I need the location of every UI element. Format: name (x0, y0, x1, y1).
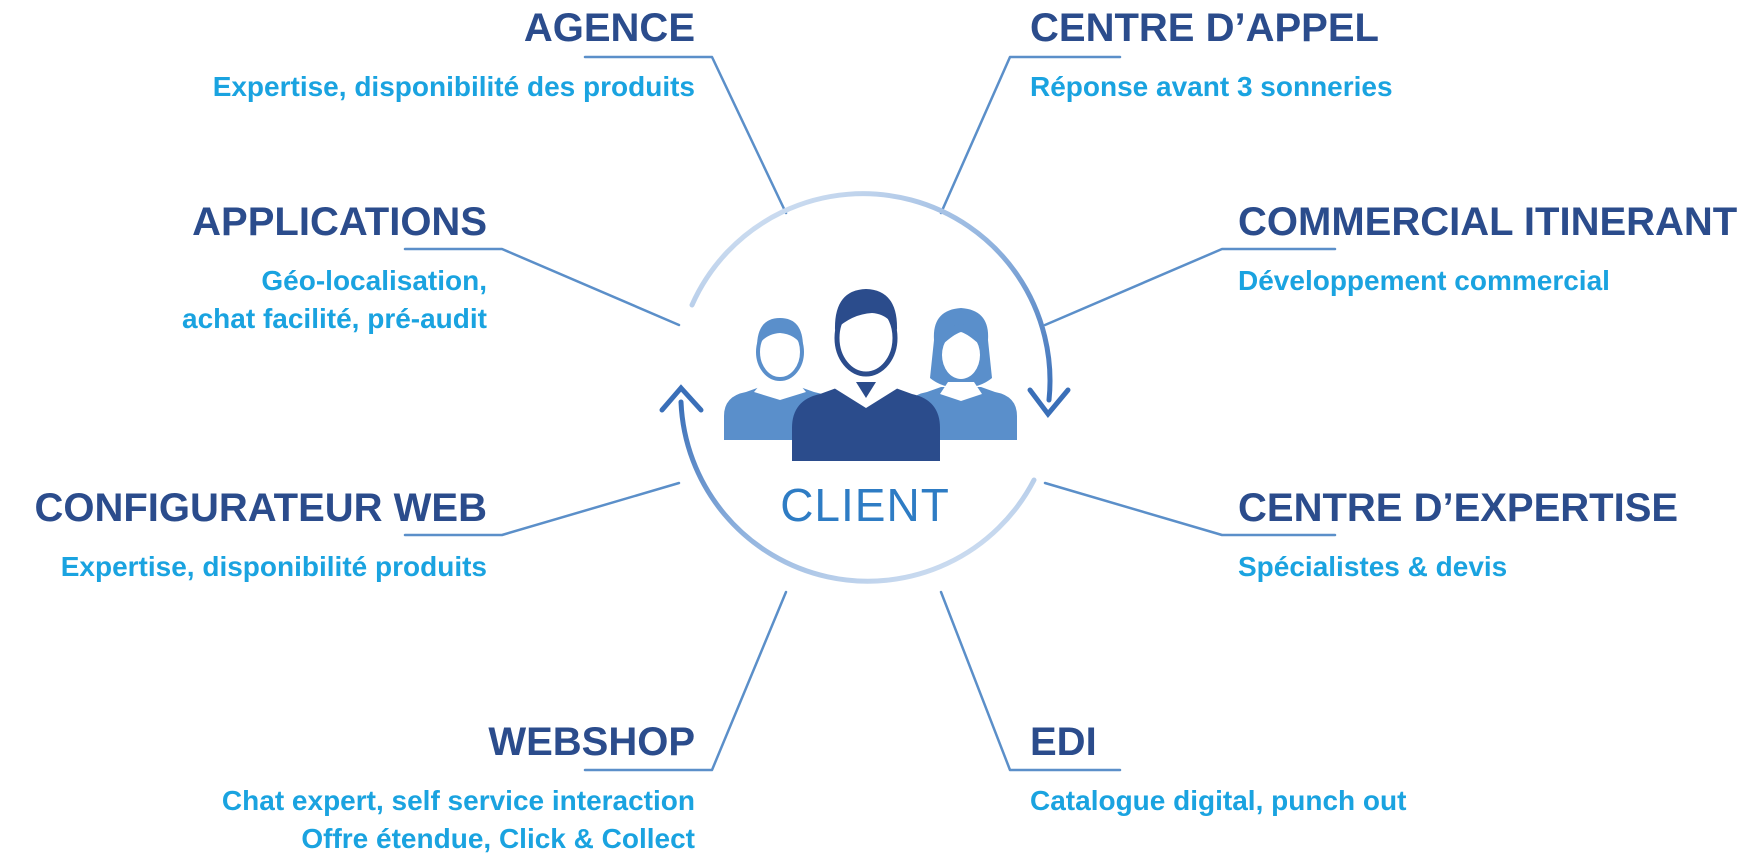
channel-desc-webshop: Chat expert, self service interaction Of… (222, 782, 695, 858)
channel-title-applications: APPLICATIONS (192, 200, 487, 244)
channel-desc-line: Expertise, disponibilité des produits (212, 71, 695, 102)
cycle-arrows (659, 191, 1071, 584)
people-group-icon (724, 289, 1017, 461)
channel-desc-line: Spécialistes & devis (1238, 551, 1508, 582)
connector-webshop (583, 590, 788, 772)
channel-desc-line: Offre étendue, Click & Collect (301, 823, 695, 854)
channel-desc-line: Catalogue digital, punch out (1030, 785, 1407, 816)
connector-agence (583, 55, 788, 215)
channel-title-webshop: WEBSHOP (488, 720, 695, 764)
connector-applications (403, 247, 681, 327)
channel-title-centre-appel: CENTRE D’APPEL (1030, 6, 1379, 50)
channel-desc-agence: Expertise, disponibilité des produits (213, 68, 695, 106)
arrowhead-down-icon (1027, 387, 1071, 419)
channel-desc-line: Développement commercial (1238, 265, 1610, 296)
connector-configurateur-web (403, 481, 681, 537)
channel-desc-line: Expertise, disponibilité produits (60, 551, 487, 582)
channel-desc-centre-appel: Réponse avant 3 sonneries (1030, 68, 1393, 106)
channel-desc-commercial-itinerant: Développement commercial (1238, 262, 1610, 300)
channel-title-agence: AGENCE (523, 6, 695, 50)
channel-desc-line: achat facilité, pré-audit (182, 303, 487, 334)
channel-title-centre-expertise: CENTRE D’EXPERTISE (1238, 486, 1679, 530)
channel-desc-line: Réponse avant 3 sonneries (1030, 71, 1393, 102)
channel-desc-centre-expertise: Spécialistes & devis (1238, 548, 1507, 586)
channel-title-configurateur-web: CONFIGURATEUR WEB (34, 486, 487, 530)
connector-lines (403, 55, 1337, 772)
person-center-icon (792, 289, 940, 461)
channel-desc-applications: Géo-localisation, achat facilité, pré-au… (182, 262, 487, 338)
arrowhead-up-icon (659, 384, 704, 413)
channel-desc-configurateur-web: Expertise, disponibilité produits (61, 548, 487, 586)
connector-centre-appel (939, 55, 1122, 215)
channel-desc-line: Géo-localisation, (261, 265, 487, 296)
channel-desc-edi: Catalogue digital, punch out (1030, 782, 1406, 820)
channel-desc-line: Chat expert, self service interaction (221, 785, 695, 816)
connector-edi (939, 590, 1122, 772)
client-label: CLIENT (780, 479, 950, 531)
top-arc (689, 191, 1053, 403)
channel-title-edi: EDI (1030, 720, 1097, 764)
connector-centre-expertise (1043, 481, 1337, 537)
connector-commercial-itinerant (1043, 247, 1337, 327)
channel-title-commercial-itinerant: COMMERCIAL ITINERANT (1238, 200, 1738, 244)
bottom-arc (678, 399, 1037, 584)
